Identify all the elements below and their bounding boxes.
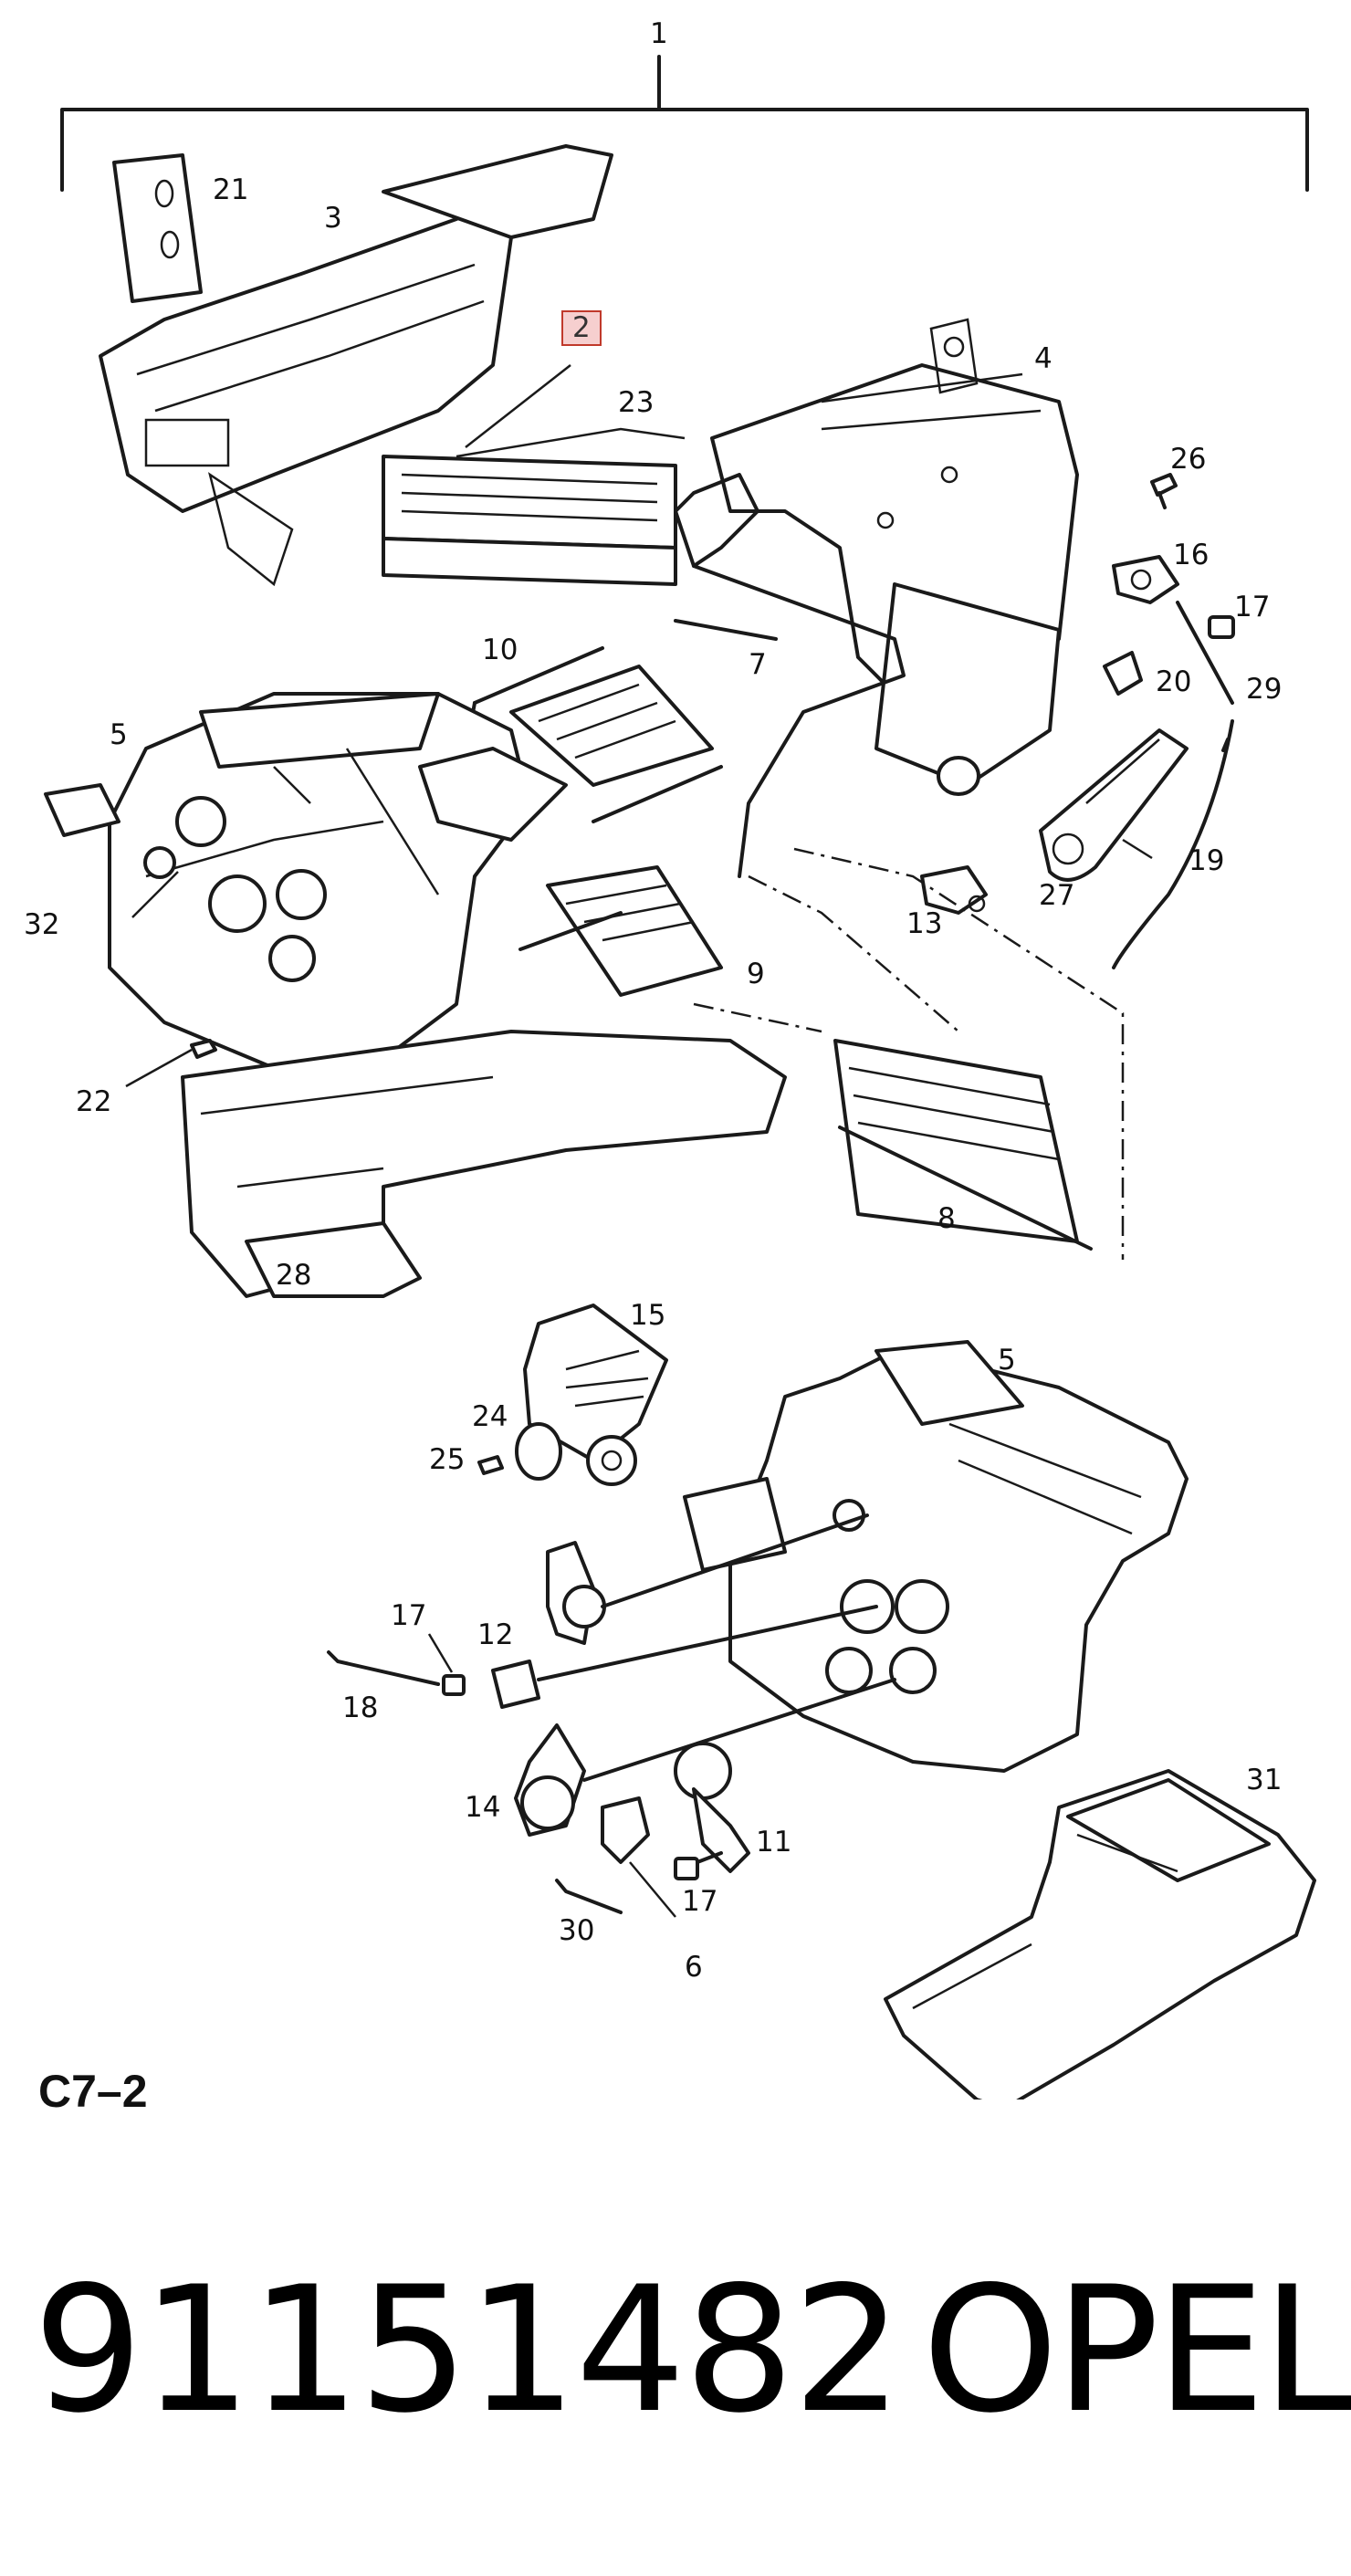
part-28-lower-duct bbox=[181, 1030, 787, 1298]
callout-29: 29 bbox=[1246, 673, 1283, 706]
part-12-link bbox=[491, 1605, 878, 1709]
callout-28: 28 bbox=[276, 1259, 312, 1292]
callout-25: 25 bbox=[429, 1443, 466, 1476]
part-5-lower-housing bbox=[683, 1340, 1189, 1773]
part-15-actuator bbox=[523, 1304, 668, 1486]
part-27-cam bbox=[1039, 728, 1189, 882]
part-32-clip bbox=[44, 783, 176, 879]
part-17-clip-top bbox=[1208, 615, 1235, 639]
part-31-outlet-duct bbox=[884, 1769, 1316, 2100]
callout-32: 32 bbox=[24, 908, 60, 941]
part-5-heater-housing bbox=[108, 692, 568, 1070]
callout-4: 4 bbox=[1034, 342, 1053, 375]
part-19-cable bbox=[1112, 719, 1234, 969]
callout-15: 15 bbox=[630, 1299, 666, 1332]
callout-30: 30 bbox=[559, 1914, 595, 1947]
page-code: C7–2 bbox=[38, 2066, 148, 2117]
part-6-lever bbox=[601, 1796, 676, 1918]
part-17-clip-bottom bbox=[674, 1851, 723, 1880]
part-16-lever bbox=[1112, 555, 1234, 705]
brand-name: OPEL bbox=[922, 2249, 1351, 2451]
callout-14: 14 bbox=[465, 1791, 501, 1824]
part-22-screw bbox=[125, 1039, 217, 1088]
part-9-vent bbox=[518, 865, 723, 997]
callout-19: 19 bbox=[1189, 844, 1225, 877]
part-24-washer bbox=[515, 1422, 562, 1481]
part-18-rod bbox=[327, 1650, 440, 1686]
callout-3: 3 bbox=[324, 202, 342, 235]
callout-11: 11 bbox=[756, 1826, 792, 1859]
callout-16: 16 bbox=[1173, 539, 1210, 571]
part-20-clip bbox=[1103, 651, 1143, 696]
part-3-upper-duct bbox=[99, 144, 613, 587]
callout-17-top: 17 bbox=[1234, 591, 1271, 623]
part-number: 91151482 bbox=[33, 2249, 903, 2451]
part-21-pad bbox=[112, 153, 203, 303]
part-23-filter bbox=[382, 427, 686, 586]
part-7-frame bbox=[674, 473, 906, 878]
callout-8: 8 bbox=[937, 1202, 956, 1235]
callout-20: 20 bbox=[1156, 665, 1192, 698]
callout-23: 23 bbox=[618, 386, 655, 419]
part-13-actuator bbox=[920, 865, 988, 915]
part-10-flap bbox=[455, 646, 723, 823]
part-17-clip-middle bbox=[427, 1633, 466, 1696]
callout-13: 13 bbox=[906, 907, 943, 940]
leader-lines bbox=[131, 364, 1153, 918]
callout-21: 21 bbox=[213, 173, 249, 206]
callout-27: 27 bbox=[1039, 879, 1075, 912]
callout-22: 22 bbox=[76, 1085, 112, 1118]
part-26-screw bbox=[1150, 473, 1178, 509]
callout-2-highlighted[interactable]: 2 bbox=[561, 310, 602, 346]
callout-17-middle: 17 bbox=[391, 1599, 427, 1632]
callout-6: 6 bbox=[685, 1951, 703, 1984]
part-4-right-housing bbox=[710, 318, 1079, 796]
part-25-screw bbox=[477, 1455, 504, 1475]
part-12-lever bbox=[546, 1513, 869, 1645]
center-lines bbox=[693, 847, 1125, 1260]
callout-31: 31 bbox=[1246, 1764, 1283, 1796]
part-14-actuator bbox=[514, 1678, 896, 1837]
callout-26: 26 bbox=[1170, 443, 1207, 476]
callout-12: 12 bbox=[477, 1618, 514, 1651]
callout-1: 1 bbox=[650, 17, 668, 50]
callout-5-lower: 5 bbox=[998, 1344, 1016, 1377]
part-11-actuator bbox=[674, 1742, 750, 1873]
assembly-bracket bbox=[60, 55, 1309, 192]
callout-10: 10 bbox=[482, 634, 518, 666]
callout-9: 9 bbox=[747, 958, 765, 990]
callout-18: 18 bbox=[342, 1691, 379, 1724]
callout-24: 24 bbox=[472, 1400, 508, 1433]
exploded-parts-diagram bbox=[44, 55, 1316, 2100]
callout-17-bottom: 17 bbox=[682, 1885, 718, 1918]
part-30-rod bbox=[555, 1879, 623, 1914]
callout-5-upper: 5 bbox=[110, 718, 128, 751]
callout-7: 7 bbox=[749, 648, 767, 681]
part-8-filter bbox=[833, 1039, 1093, 1251]
